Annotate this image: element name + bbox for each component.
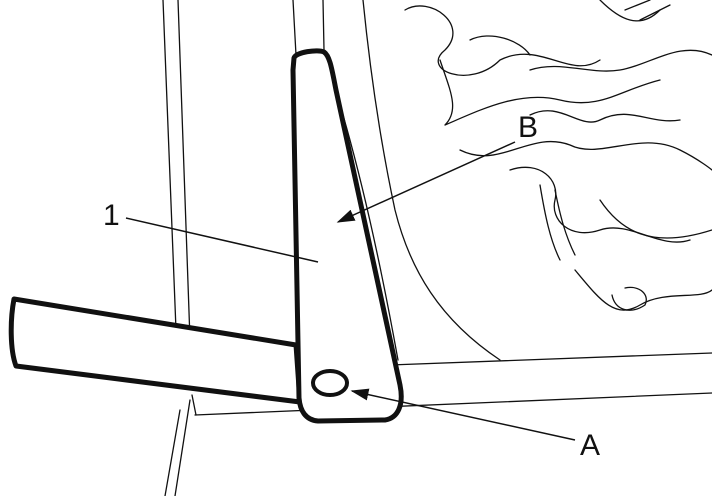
label-1: 1 (103, 199, 120, 232)
background-sketch (162, 0, 712, 496)
label-a: A (580, 429, 600, 462)
leader-arrow-a (350, 388, 576, 441)
leader-line-1 (125, 217, 319, 263)
leader-arrow-b (336, 141, 516, 223)
bracket-part-1 (290, 48, 404, 424)
pedal-arm (8, 296, 303, 405)
hole-a (311, 369, 349, 397)
label-b: B (518, 111, 538, 144)
